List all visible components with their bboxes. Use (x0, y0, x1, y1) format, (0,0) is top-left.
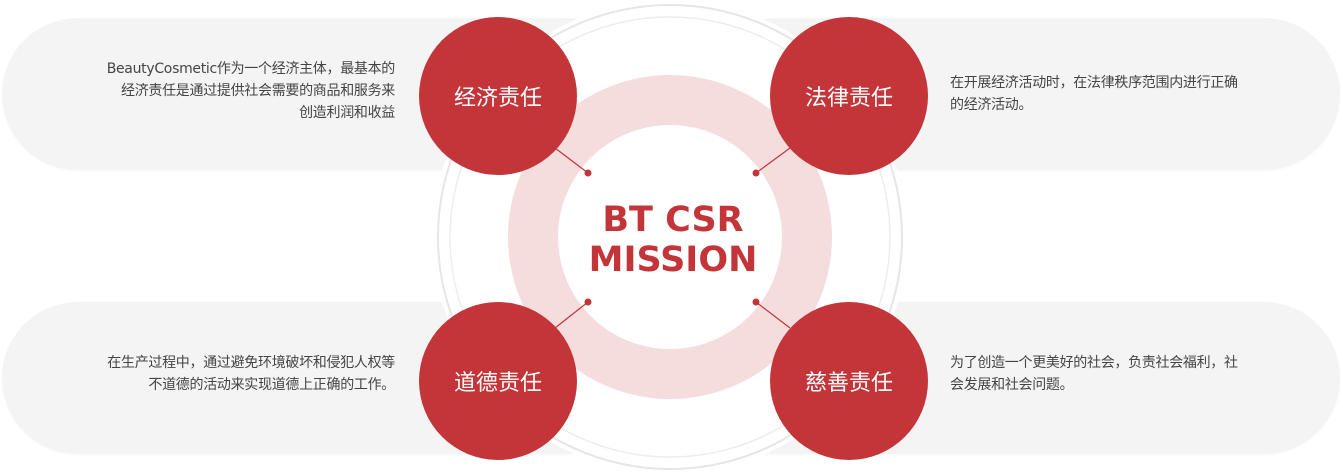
connector-philanthropic (755, 301, 791, 329)
connector-dot-ethical (584, 298, 592, 306)
economic-description-line: 创造利润和收益 (299, 105, 395, 121)
philanthropic-description-line: 为了创造一个更美好的社会，负责社会福利，社 (950, 355, 1238, 371)
center-title: BT CSR MISSION (573, 200, 773, 280)
center-disc (558, 125, 782, 349)
ethical-badge: 道德责任 (419, 302, 577, 460)
economic-description: BeautyCosmetic作为一个经济主体，最基本的 经济责任是通过提供社会需… (106, 58, 396, 124)
connector-dot-legal (752, 169, 760, 177)
connector-legal (755, 147, 791, 174)
connector-dot-philanthropic (752, 298, 760, 306)
center-title-line2: MISSION (588, 240, 758, 280)
philanthropic-description: 为了创造一个更美好的社会，负责社会福利，社 会发展和社会问题。 (950, 352, 1238, 396)
economic-description-line: 经济责任是通过提供社会需要的商品和服务来 (121, 83, 395, 99)
inner-grey-ring (449, 16, 891, 458)
connector-dot-economic (584, 169, 592, 177)
legal-description: 在开展经济活动时，在法律秩序范围内进行正确 的经济活动。 (950, 72, 1238, 116)
legal-description-line: 在开展经济活动时，在法律秩序范围内进行正确 (950, 75, 1238, 91)
connector-ethical (554, 301, 589, 329)
legal-badge: 法律责任 (770, 17, 928, 175)
legal-description-line: 的经济活动。 (950, 97, 1033, 113)
ethical-description-line: 在生产过程中，通过避免环境破坏和侵犯人权等 (107, 355, 395, 371)
economic-badge: 经济责任 (419, 17, 577, 175)
outer-grey-ring (437, 4, 903, 470)
connector-economic (554, 147, 589, 174)
ethical-description: 在生产过程中，通过避免环境破坏和侵犯人权等 不道德的活动来实现道德上正确的工作。 (107, 352, 395, 396)
ethical-description-line: 不道德的活动来实现道德上正确的工作。 (148, 377, 395, 393)
economic-description-line: BeautyCosmetic作为一个经济主体，最基本的 (106, 61, 396, 77)
center-title-line1: BT CSR (602, 200, 744, 240)
philanthropic-badge: 慈善责任 (770, 302, 928, 460)
philanthropic-description-line: 会发展和社会问题。 (950, 377, 1074, 393)
